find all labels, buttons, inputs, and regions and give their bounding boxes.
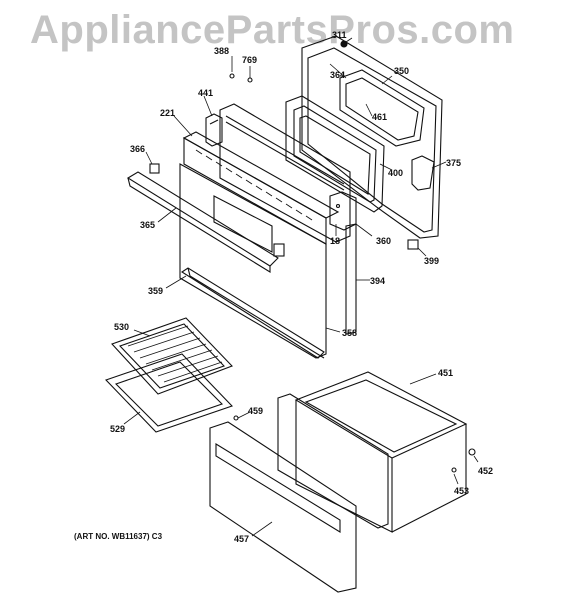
drawer-inner-front [277,393,389,529]
part-388 [229,73,235,79]
callout-350: 350 [394,66,410,76]
part-459 [233,415,239,421]
art-number: (ART NO. WB11637) C3 [74,532,163,541]
endcap-366 [149,163,160,174]
callout-399: 399 [424,256,440,266]
drawer-body-451 [294,371,468,533]
clip-375 [411,155,435,191]
leader-lines [123,37,479,537]
callout-441: 441 [198,88,214,98]
broiler-grid-530 [111,317,233,395]
callout-360: 360 [376,236,392,246]
callout-358: 358 [342,328,358,338]
drawer-front-457 [209,421,357,593]
door-handle-365 [126,171,279,273]
callout-457: 457 [234,534,250,544]
door-trim-394 [345,223,357,335]
watermark: AppliancePartsPros.com [30,8,515,52]
callout-400: 400 [388,168,404,178]
callout-451: 451 [438,368,454,378]
callout-364: 364 [330,70,346,80]
door-liner-350 [301,35,443,239]
callout-359: 359 [148,286,164,296]
broiler-pan-529 [105,353,233,433]
hinge-bracket-441 [205,113,223,147]
callout-18: 18 [330,236,341,246]
callout-452: 452 [478,466,494,476]
callout-311: 311 [332,30,347,40]
part-769 [247,77,253,83]
callout-365: 365 [140,220,156,230]
callout-375: 375 [446,158,462,168]
callout-388: 388 [214,46,230,56]
block-399 [407,239,419,250]
glass-panel [219,103,351,243]
outer-door [179,131,340,359]
callout-530: 530 [114,322,130,332]
callout-366: 366 [130,144,146,154]
callout-394: 394 [370,276,386,286]
callout-529: 529 [110,424,126,434]
callout-769: 769 [242,55,258,65]
bottom-trim-359 [180,267,325,359]
callout-459: 459 [248,406,264,416]
callout-453: 453 [454,486,470,496]
callout-461: 461 [372,112,388,122]
part-452 [468,448,476,456]
part-453 [451,467,457,473]
callout-221: 221 [160,108,176,118]
window-frame [285,95,385,213]
